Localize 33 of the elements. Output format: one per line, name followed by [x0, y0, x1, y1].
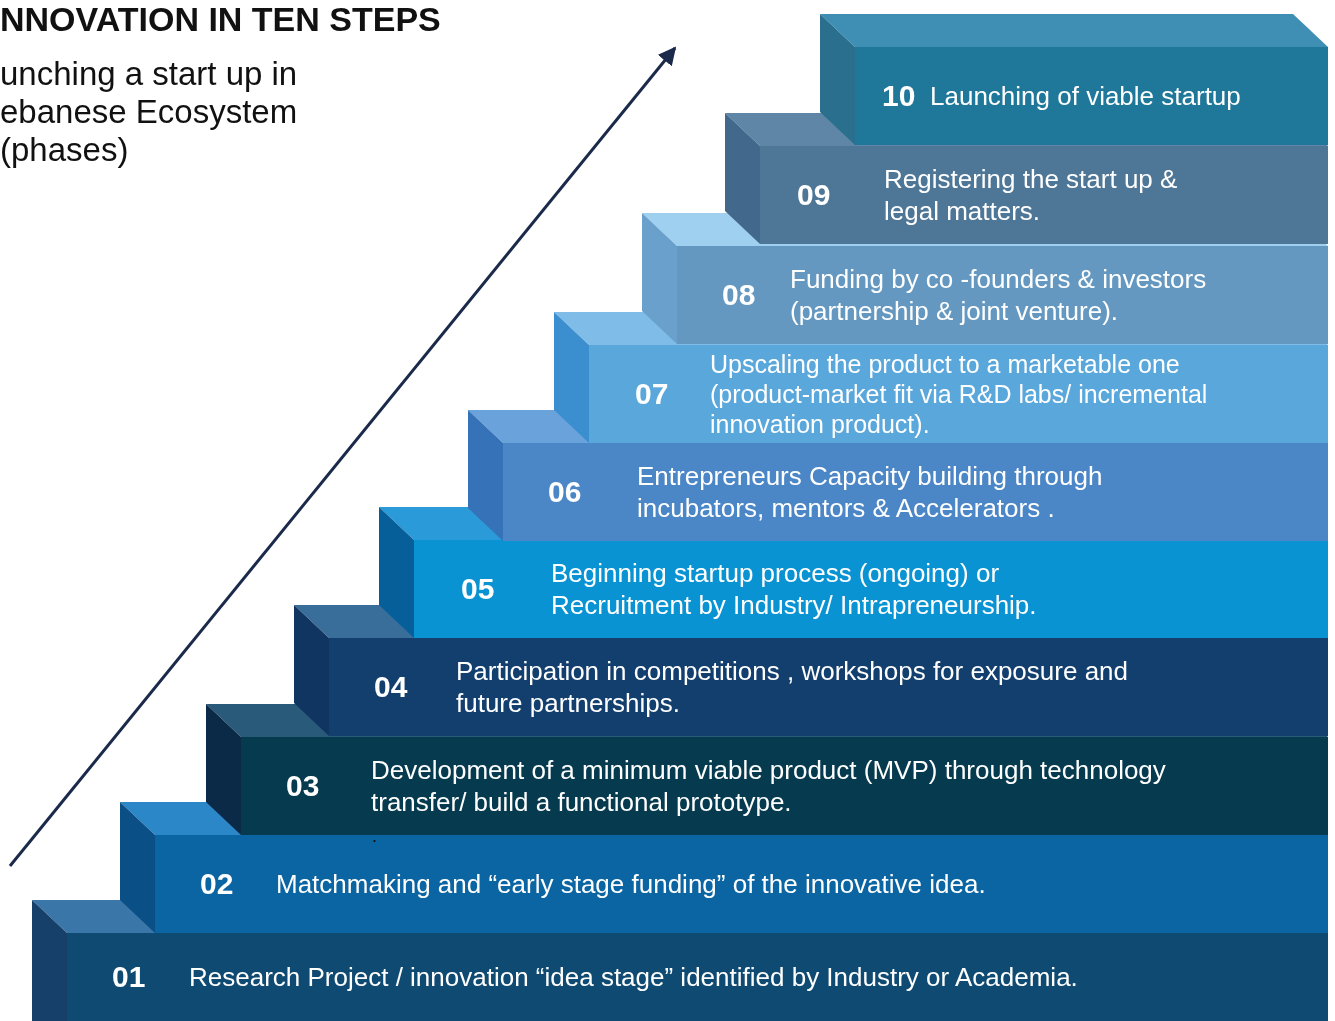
step-number: 07 — [635, 377, 669, 411]
step-number: 09 — [797, 178, 831, 212]
step-box — [589, 345, 1328, 443]
step-box — [329, 638, 1328, 736]
subtitle: unching a start up in ebanese Ecosystem (phases) — [0, 55, 299, 169]
step-description: Participation in competitions , workshops for exposure and future partnerships. — [456, 655, 1129, 719]
step-number: 04 — [374, 670, 408, 704]
step-box — [155, 835, 1328, 933]
step-box — [855, 47, 1328, 145]
step-number: 05 — [461, 572, 495, 606]
step-description: Launching of viable startup — [930, 80, 1242, 112]
step-number: 01 — [112, 960, 146, 994]
step-box — [760, 146, 1328, 244]
step-description: Registering the start up & legal matters. — [884, 163, 1179, 227]
step-number: 03 — [286, 769, 320, 803]
step-description: Research Project / innovation “idea stage” identified by Industry or Academia. — [189, 961, 1079, 993]
step-description: Beginning startup process (ongoing) or Recruitment by Industry/ Intrapreneurship. — [551, 557, 1038, 621]
step-description: Entrepreneurs Capacity building through incubators, mentors & Accelerators . — [637, 460, 1104, 524]
step-box — [67, 933, 1328, 1021]
step-box — [414, 540, 1328, 638]
step-number: 10 — [882, 79, 916, 113]
step-box — [241, 737, 1328, 835]
dot-mark: . — [372, 826, 377, 847]
step-box — [503, 443, 1328, 541]
step-number: 08 — [722, 278, 756, 312]
step-description: Matchmaking and “early stage funding” of the innovative idea. — [276, 868, 987, 900]
step-number: 02 — [200, 867, 234, 901]
step-description: Upscaling the product to a marketable one (product-market fit via R&D labs/ incremental innovation product). — [710, 349, 1209, 439]
step-description: Development of a minimum viable product (MVP) through technology transfer/ build a functional prototype. — [371, 754, 1167, 818]
step-box — [677, 246, 1328, 344]
step-number: 06 — [548, 475, 582, 509]
step-description: Funding by co -founders & investors (partnership & joint venture). — [790, 263, 1208, 327]
title: NNOVATION IN TEN STEPS — [0, 0, 441, 38]
